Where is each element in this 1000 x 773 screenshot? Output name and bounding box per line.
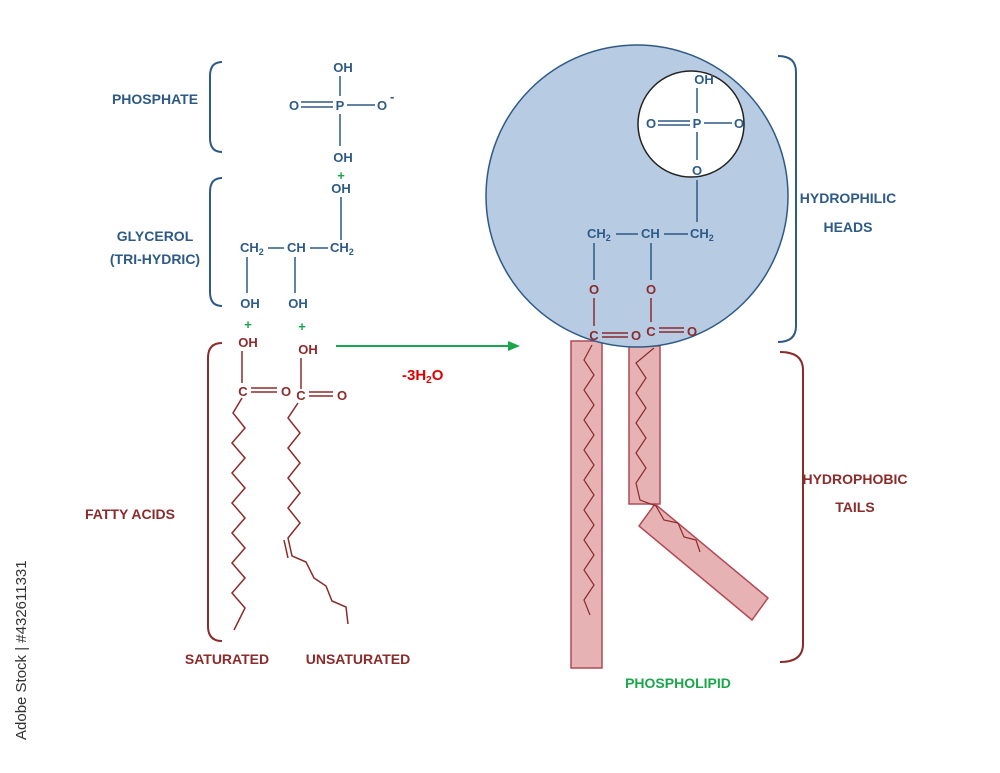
hydrophilic-sublabel: HEADS [823, 219, 872, 235]
tail-saturated-chain [583, 344, 595, 616]
glycerol-sublabel: (TRI-HYDRIC) [110, 251, 200, 267]
head-phosphate-o-left: O [646, 116, 656, 131]
fa2-oh: OH [298, 342, 318, 357]
fa1-c: C [238, 384, 248, 399]
glycerol-ch2-right: CH2 [330, 240, 354, 257]
fa1-o: O [281, 384, 291, 399]
phosphate-o-right: O [377, 98, 387, 113]
tail-unsaturated-chain [635, 347, 701, 553]
ester2-c: C [646, 324, 656, 339]
tail-unsaturated-kinked [637, 502, 770, 622]
glycerol-oh-left: OH [240, 296, 260, 311]
ester2-o: O [646, 282, 656, 297]
watermark-text: Adobe Stock | #432611331 [13, 560, 30, 740]
tail-saturated [570, 340, 603, 669]
head-phosphate-o-bottom: O [692, 163, 702, 178]
hydrophilic-label: HYDROPHILIC [800, 190, 896, 206]
tail-unsaturated-upper [628, 345, 661, 505]
hydrophilic-bracket [777, 55, 797, 343]
head-phosphate-o-right: O [734, 116, 744, 131]
phosphate-o-left: O [289, 98, 299, 113]
glycerol-ch2-left: CH2 [240, 240, 264, 257]
plus-glycerol-fa1: + [244, 317, 252, 332]
phosphate-p: P [336, 98, 345, 113]
phosphate-oh-top: OH [333, 60, 353, 75]
hydrophobic-label: HYDROPHOBIC [802, 471, 907, 487]
ester1-c: C [589, 328, 599, 343]
head-ch: CH [641, 226, 660, 241]
glycerol-oh-top: OH [331, 181, 351, 196]
head-ch2-right: CH2 [690, 226, 714, 243]
fatty-acids-bracket [207, 342, 223, 642]
ester1-o2: O [631, 328, 641, 343]
saturated-label: SATURATED [185, 651, 269, 667]
phosphate-charge: - [390, 89, 394, 104]
glycerol-label: GLYCEROL [117, 228, 194, 244]
phosphate-label: PHOSPHATE [112, 91, 198, 107]
water-loss-label: -3H2O [402, 367, 444, 386]
ester1-o: O [589, 282, 599, 297]
fa2-chain [287, 402, 349, 625]
plus-phosphate-glycerol: + [337, 168, 345, 183]
ester2-o2: O [687, 324, 697, 339]
fa1-chain [231, 397, 246, 631]
phosphate-bracket [209, 61, 223, 153]
plus-glycerol-fa2: + [298, 319, 306, 334]
hydrophobic-sublabel: TAILS [835, 499, 874, 515]
reaction-arrow-head [508, 341, 520, 351]
glycerol-ch: CH [287, 240, 306, 255]
fa2-cis-double [283, 539, 289, 559]
fa2-c: C [296, 388, 306, 403]
unsaturated-label: UNSATURATED [306, 651, 410, 667]
glycerol-oh-mid: OH [288, 296, 308, 311]
head-phosphate-p: P [693, 116, 702, 131]
phosphate-circle [637, 70, 745, 178]
phospholipid-label: PHOSPHOLIPID [625, 675, 731, 691]
hydrophobic-bracket [779, 351, 804, 663]
phosphate-oh-bottom: OH [333, 150, 353, 165]
hydrophilic-head [485, 44, 789, 348]
fa1-oh: OH [238, 335, 258, 350]
fa2-o: O [337, 388, 347, 403]
glycerol-bracket [209, 177, 223, 307]
head-ch2-left: CH2 [587, 226, 611, 243]
head-phosphate-oh: OH [694, 72, 714, 87]
fatty-acids-label: FATTY ACIDS [85, 506, 175, 522]
